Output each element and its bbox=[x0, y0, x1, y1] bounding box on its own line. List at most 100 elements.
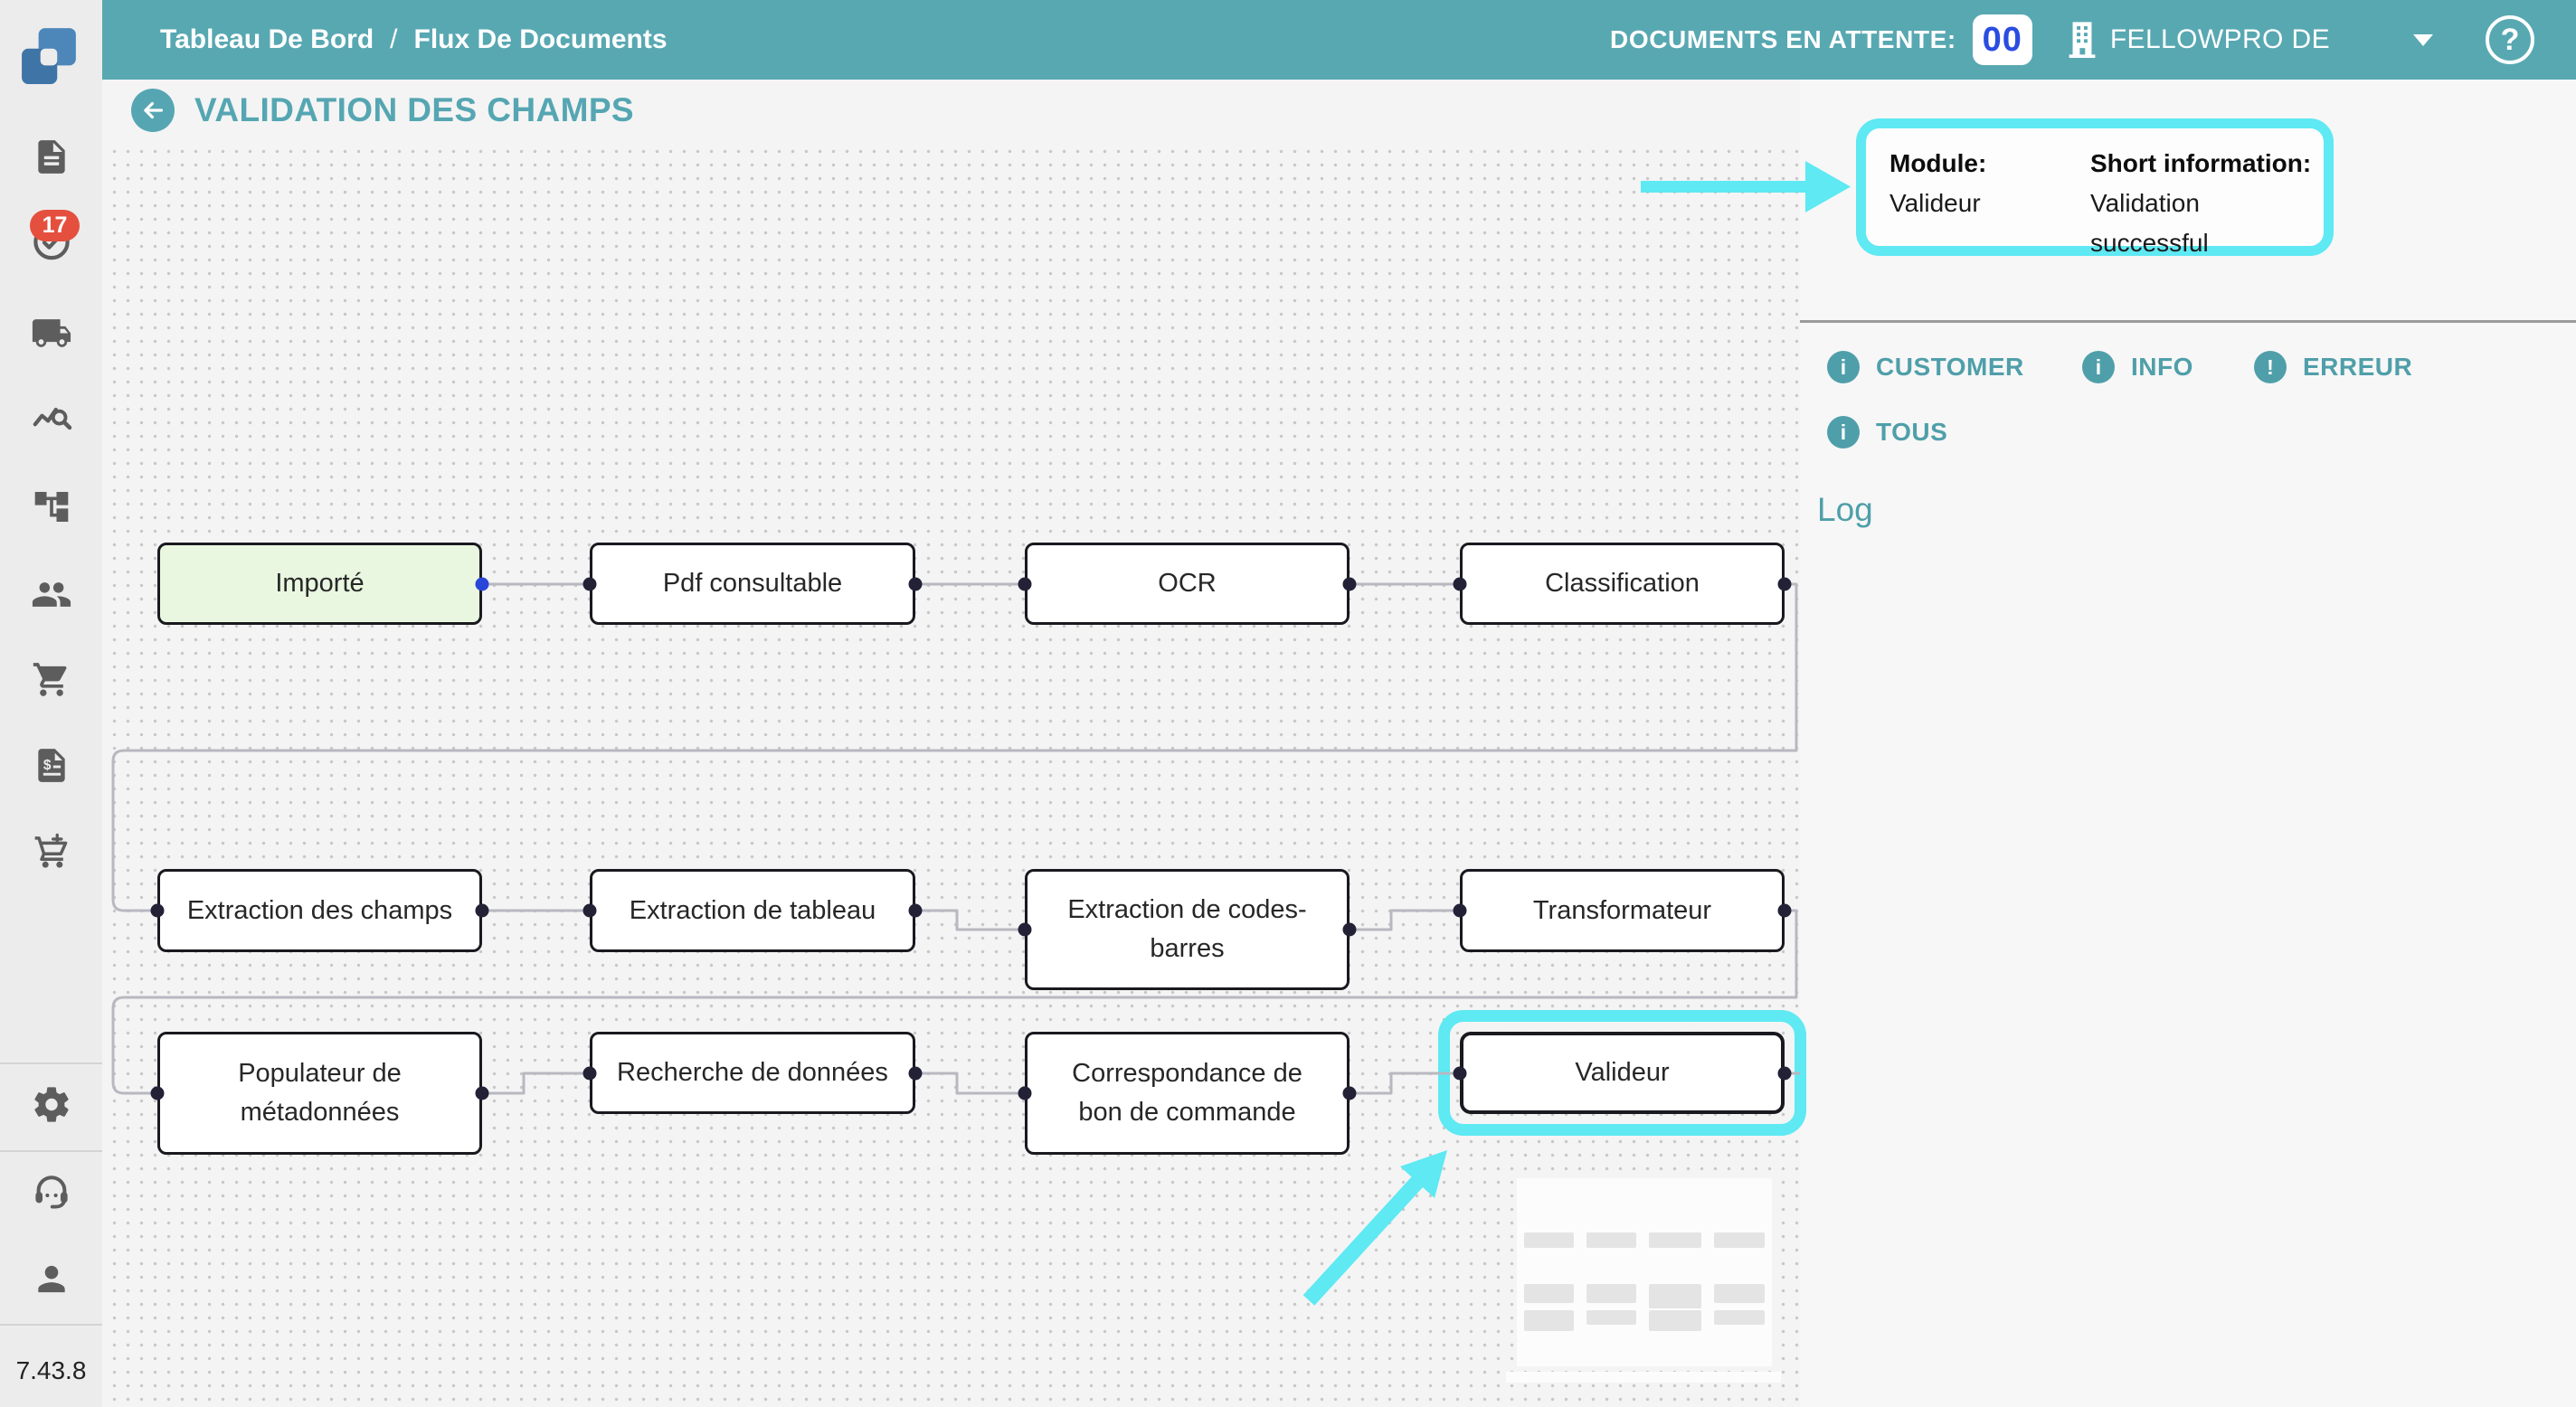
workflow-tree-icon bbox=[34, 492, 68, 522]
truck-icon bbox=[32, 319, 71, 347]
short-info-label: Short information: bbox=[2090, 149, 2312, 177]
sidebar-item-purchase-orders[interactable] bbox=[32, 832, 71, 876]
filter-info[interactable]: i INFO bbox=[2082, 351, 2193, 383]
node-label: Populateur de métadonnées bbox=[238, 1059, 402, 1127]
workflow-canvas[interactable]: VALIDATION DES CHAMPS Importé Pdf consul… bbox=[102, 80, 1806, 1407]
invoice-icon: $ bbox=[37, 749, 65, 782]
short-info-value: Validation successful bbox=[2090, 189, 2209, 257]
node-label: Correspondance de bon de commande bbox=[1072, 1059, 1302, 1127]
node-label: Classification bbox=[1545, 569, 1700, 598]
skeleton-bar bbox=[1586, 1284, 1636, 1303]
chart-search-icon bbox=[33, 407, 71, 430]
node-transformateur[interactable]: Transformateur bbox=[1460, 869, 1785, 952]
filter-label: ERREUR bbox=[2303, 353, 2413, 381]
top-header: Tableau De Bord / Flux De Documents DOCU… bbox=[102, 0, 2576, 80]
fellowpro-logo-icon bbox=[22, 28, 76, 84]
app-logo[interactable] bbox=[20, 25, 80, 91]
pending-documents-count: 00 bbox=[1972, 14, 2032, 65]
node-label: OCR bbox=[1158, 569, 1217, 598]
breadcrumb: Tableau De Bord / Flux De Documents bbox=[160, 24, 668, 55]
sidebar-divider bbox=[0, 1150, 102, 1152]
app-version: 7.43.8 bbox=[15, 1356, 87, 1384]
breadcrumb-separator: / bbox=[390, 24, 398, 54]
module-label: Module: bbox=[1889, 149, 1987, 177]
node-extraction-de-tableau[interactable]: Extraction de tableau bbox=[590, 869, 915, 952]
cart-icon bbox=[33, 663, 66, 696]
skeleton-bar bbox=[1714, 1232, 1765, 1248]
node-label: Transformateur bbox=[1532, 895, 1712, 925]
skeleton-bar bbox=[1524, 1232, 1574, 1248]
node-correspondance-bon-commande[interactable]: Correspondance de bon de commande bbox=[1025, 1032, 1350, 1155]
filter-label: TOUS bbox=[1876, 418, 1948, 446]
error-icon: ! bbox=[2254, 351, 2287, 383]
module-value: Valideur bbox=[1889, 189, 1981, 217]
users-icon bbox=[32, 582, 71, 607]
sidebar-item-profile[interactable] bbox=[32, 1260, 71, 1304]
node-label: Extraction de codes-barres bbox=[1067, 895, 1307, 963]
sidebar-item-documents[interactable] bbox=[32, 137, 71, 182]
info-icon: i bbox=[1827, 416, 1860, 449]
page-title: VALIDATION DES CHAMPS bbox=[194, 91, 634, 128]
sidebar-item-settings[interactable] bbox=[31, 1084, 72, 1130]
node-label: Extraction de tableau bbox=[629, 895, 876, 925]
chevron-down-icon[interactable] bbox=[2413, 33, 2433, 46]
node-label: Valideur bbox=[1575, 1058, 1670, 1087]
node-pdf-consultable[interactable]: Pdf consultable bbox=[590, 543, 915, 625]
node-recherche-donnees[interactable]: Recherche de données bbox=[590, 1032, 915, 1114]
building-icon bbox=[2069, 22, 2096, 59]
ghost-table-footer bbox=[1506, 1372, 1781, 1383]
node-classification[interactable]: Classification bbox=[1460, 543, 1785, 625]
inspector-panel: Module: Valideur Short information: Vali… bbox=[1800, 80, 2576, 1407]
skeleton-bar bbox=[1586, 1232, 1636, 1248]
sidebar-divider bbox=[0, 1324, 102, 1326]
node-extraction-des-champs[interactable]: Extraction des champs bbox=[157, 869, 482, 952]
skeleton-bar bbox=[1524, 1284, 1574, 1303]
node-label: Recherche de données bbox=[617, 1058, 888, 1087]
arrow-left-icon bbox=[144, 101, 163, 119]
breadcrumb-document-flow[interactable]: Flux De Documents bbox=[413, 24, 668, 54]
help-button[interactable]: ? bbox=[2486, 15, 2534, 64]
sidebar-item-support[interactable] bbox=[31, 1172, 72, 1218]
document-icon bbox=[37, 140, 65, 174]
node-populateur-metadonnees[interactable]: Populateur de métadonnées bbox=[157, 1032, 482, 1155]
help-glyph: ? bbox=[2500, 22, 2520, 57]
skeleton-bar bbox=[1649, 1284, 1701, 1308]
skeleton-bar bbox=[1714, 1310, 1765, 1325]
panel-divider bbox=[1800, 320, 2576, 323]
node-label: Importé bbox=[275, 569, 365, 598]
node-importe[interactable]: Importé bbox=[157, 543, 482, 625]
node-extraction-codes-barres[interactable]: Extraction de codes-barres bbox=[1025, 869, 1350, 990]
sidebar-item-delivery[interactable] bbox=[31, 313, 72, 359]
skeleton-bar bbox=[1524, 1310, 1574, 1331]
sidebar-item-analytics[interactable] bbox=[31, 400, 72, 446]
breadcrumb-dashboard[interactable]: Tableau De Bord bbox=[160, 24, 374, 54]
sidebar-item-orders[interactable] bbox=[32, 660, 71, 704]
skeleton-bar bbox=[1649, 1310, 1701, 1331]
company-selector[interactable]: FELLOWPRO DE bbox=[2109, 24, 2330, 54]
sidebar-item-users[interactable] bbox=[31, 574, 72, 620]
filter-erreur[interactable]: ! ERREUR bbox=[2254, 351, 2412, 383]
skeleton-bar bbox=[1649, 1232, 1701, 1248]
node-label: Pdf consultable bbox=[662, 569, 843, 598]
gear-icon bbox=[33, 1087, 69, 1122]
cart-add-icon bbox=[34, 833, 67, 868]
company-icon-wrap bbox=[2067, 21, 2098, 59]
node-valideur[interactable]: Valideur bbox=[1460, 1032, 1785, 1114]
ghost-table-skeleton bbox=[1517, 1178, 1772, 1366]
filter-label: INFO bbox=[2131, 353, 2193, 381]
filter-tous[interactable]: i TOUS bbox=[1827, 416, 1947, 449]
skeleton-bar bbox=[1586, 1310, 1636, 1325]
headset-icon bbox=[34, 1176, 68, 1209]
back-button[interactable] bbox=[131, 89, 175, 132]
skeleton-bar bbox=[1714, 1284, 1765, 1303]
info-icon: i bbox=[1827, 351, 1860, 383]
sidebar-item-workflows[interactable] bbox=[32, 487, 71, 532]
svg-text:$: $ bbox=[43, 758, 51, 773]
node-ocr[interactable]: OCR bbox=[1025, 543, 1350, 625]
info-icon: i bbox=[2082, 351, 2115, 383]
sidebar-item-invoices[interactable]: $ bbox=[32, 746, 71, 790]
pending-tasks-badge: 17 bbox=[30, 210, 80, 241]
sidebar-divider bbox=[0, 1062, 102, 1064]
filter-customer[interactable]: i CUSTOMER bbox=[1827, 351, 2024, 383]
